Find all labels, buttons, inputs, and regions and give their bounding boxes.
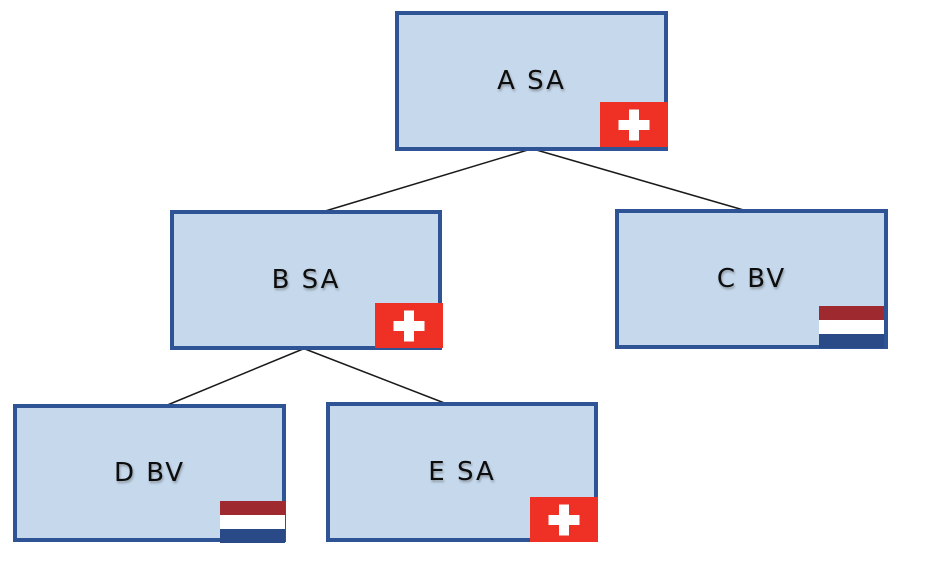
connector-a-b xyxy=(321,148,532,213)
connector-b-d xyxy=(164,348,304,407)
node-a-sa: A SA xyxy=(395,11,668,151)
node-c-label: C BV xyxy=(716,264,787,294)
connector-a-c xyxy=(532,148,748,212)
node-b-label: B SA xyxy=(271,265,341,295)
node-e-sa: E SA xyxy=(326,402,598,542)
dutch-flag-icon xyxy=(819,306,884,348)
swiss-flag-icon xyxy=(375,303,443,348)
node-e-label: E SA xyxy=(428,457,496,487)
node-a-label: A SA xyxy=(497,66,566,96)
swiss-flag-icon xyxy=(530,497,598,542)
connector-b-e xyxy=(304,348,448,405)
dutch-flag-icon xyxy=(220,501,285,543)
node-b-sa: B SA xyxy=(170,210,443,350)
swiss-flag-icon xyxy=(600,102,668,147)
node-d-label: D BV xyxy=(113,458,186,488)
node-c-bv: C BV xyxy=(615,209,888,349)
node-d-bv: D BV xyxy=(13,404,286,543)
